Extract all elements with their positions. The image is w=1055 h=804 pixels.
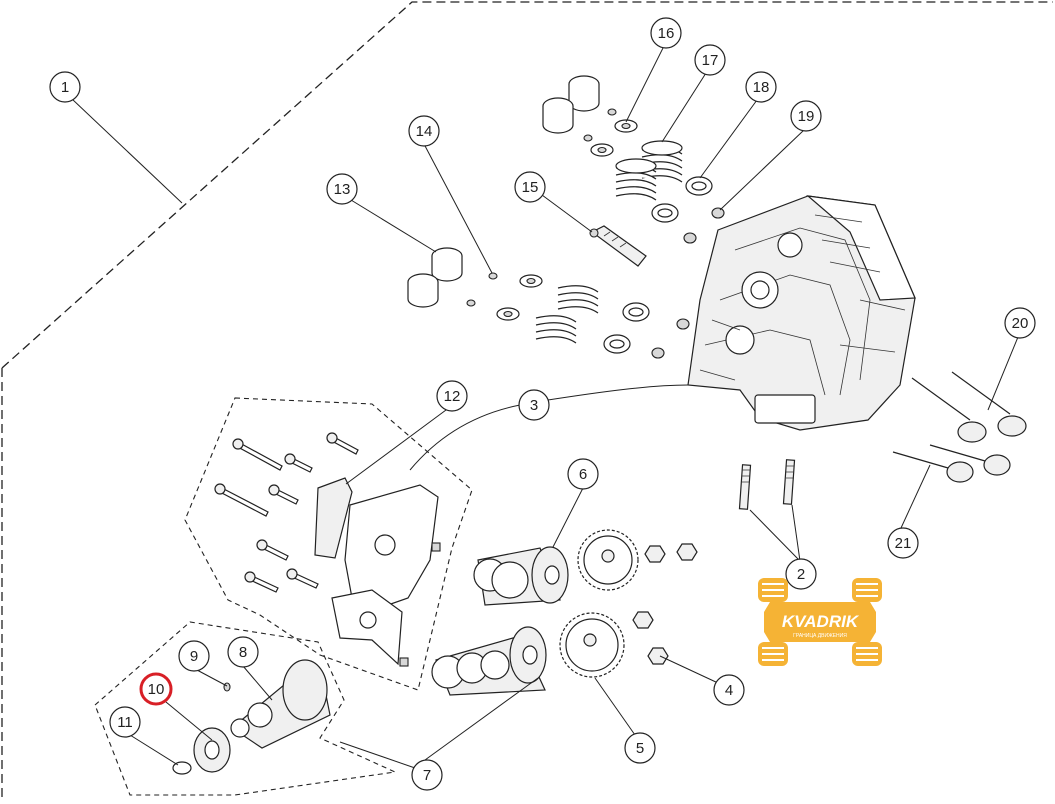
svg-text:17: 17: [702, 52, 719, 69]
spark-plug: [589, 225, 647, 267]
svg-text:20: 20: [1012, 315, 1029, 332]
svg-text:15: 15: [522, 179, 539, 196]
svg-text:4: 4: [725, 682, 733, 699]
valve-spring-upper-1: [641, 140, 683, 183]
callout-6: 6: [567, 458, 599, 490]
svg-text:1: 1: [61, 79, 69, 96]
decompressor-plate: [193, 727, 231, 773]
cam-bracket: [314, 477, 441, 667]
svg-text:13: 13: [334, 181, 351, 198]
callout-5: 5: [624, 732, 656, 764]
svg-text:18: 18: [753, 79, 770, 96]
sprocket-nuts: [632, 543, 698, 665]
svg-text:9: 9: [190, 648, 198, 665]
svg-text:21: 21: [895, 535, 912, 552]
callout-4: 4: [713, 674, 745, 706]
callout-21: 21: [887, 527, 919, 559]
svg-text:8: 8: [239, 644, 247, 661]
callout-13: 13: [326, 173, 358, 205]
svg-text:7: 7: [423, 767, 431, 784]
valve-spring-upper-2: [615, 158, 657, 201]
callout-3: 3: [518, 389, 550, 421]
callout-9: 9: [178, 640, 210, 672]
camshaft-upper: [473, 546, 569, 606]
callout-11: 11: [109, 706, 141, 738]
kvadrik-logo: KVADRIK ГРАНИЦА ДВИЖЕНИЯ: [758, 578, 882, 666]
tappet-lower-1: [431, 247, 463, 282]
callout-10-highlighted: 10: [139, 672, 173, 706]
camshaft-lower: [431, 626, 547, 696]
svg-text:12: 12: [444, 388, 461, 405]
upper-valve-train: [542, 75, 725, 244]
logo-name: KVADRIK: [782, 612, 860, 631]
valve-spring-lower-2: [535, 315, 577, 344]
svg-text:16: 16: [658, 25, 675, 42]
callout-18: 18: [745, 71, 777, 103]
callout-17: 17: [694, 44, 726, 76]
svg-text:2: 2: [797, 566, 805, 583]
bracket-group-boundary: [184, 397, 473, 691]
callout-15: 15: [514, 171, 546, 203]
tappet-lower-2: [407, 273, 439, 308]
svg-text:11: 11: [117, 714, 133, 731]
callout-20: 20: [1004, 307, 1036, 339]
callout-12: 12: [436, 380, 468, 412]
sprocket-lower: [559, 612, 625, 678]
svg-text:14: 14: [416, 123, 433, 140]
svg-text:19: 19: [798, 108, 815, 125]
svg-text:6: 6: [579, 466, 587, 483]
valves: [892, 371, 1027, 483]
callout-14: 14: [408, 115, 440, 147]
svg-text:3: 3: [530, 397, 538, 414]
cylinder-head: [687, 195, 916, 431]
svg-text:5: 5: [636, 740, 644, 757]
logo-tagline: ГРАНИЦА ДВИЖЕНИЯ: [793, 633, 847, 639]
studs: [738, 459, 796, 510]
callout-1: 1: [49, 71, 81, 103]
callout-8: 8: [227, 636, 259, 668]
decompressor-shaft: [230, 659, 331, 749]
valve-spring-lower-1: [557, 285, 599, 314]
sprocket-upper: [577, 529, 639, 591]
decompressor-pin: [223, 682, 231, 692]
decomp-group-boundary: [94, 621, 397, 796]
tappet-upper-2: [542, 97, 574, 134]
callouts: 1 2 3 4 5 6 7 8 9 10 11 12 13 14 15 16 1…: [49, 17, 1036, 791]
callout-7: 7: [411, 759, 443, 791]
callout-19: 19: [790, 100, 822, 132]
leader-lines: [71, 45, 1019, 769]
bracket-bolts: [214, 432, 359, 593]
lower-valve-train: [407, 247, 690, 359]
svg-text:10: 10: [148, 681, 165, 698]
callout-16: 16: [650, 17, 682, 49]
callout-2: 2: [785, 558, 817, 590]
